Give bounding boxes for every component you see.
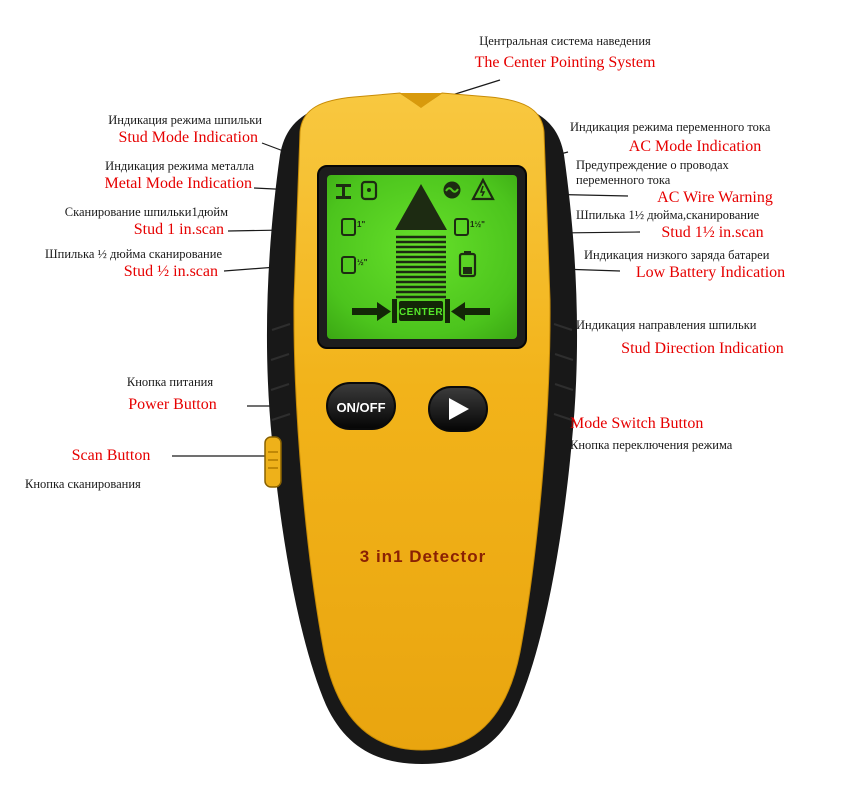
label-center-pointing-en: The Center Pointing System xyxy=(474,54,656,71)
mode-switch-button xyxy=(428,386,488,432)
label-stud-half-ru: Шпилька ½ дюйма сканирование xyxy=(45,247,222,261)
stud-1half-icon-label: 1½" xyxy=(470,220,485,229)
label-power-button-ru: Кнопка питания xyxy=(126,375,214,389)
center-label-box xyxy=(399,301,443,321)
label-stud-mode-en: Stud Mode Indication xyxy=(118,129,258,146)
label-metal-mode-en: Metal Mode Indication xyxy=(104,175,252,192)
label-mode-switch-en: Mode Switch Button xyxy=(570,415,704,432)
stud-half-icon: ½" xyxy=(341,256,368,274)
label-stud-1in-ru: Сканирование шпильки1дюйм xyxy=(64,205,228,219)
label-ac-warning-en: AC Wire Warning xyxy=(657,189,773,206)
ac-mode-icon xyxy=(443,181,461,199)
stud-1in-icon-label: 1" xyxy=(357,220,365,229)
label-ac-warning-ru: Предупреждение о проводах переменного то… xyxy=(576,158,729,187)
play-triangle-icon xyxy=(449,398,469,420)
metal-mode-icon xyxy=(336,184,351,199)
left-arrow-shaft xyxy=(352,308,378,315)
center-label: CENTER xyxy=(399,307,443,318)
center-pointing-notch xyxy=(400,93,442,108)
label-stud-direction-en: Stud Direction Indication xyxy=(621,340,784,357)
label-power-button-en: Power Button xyxy=(128,396,217,413)
label-scan-button-ru: Кнопка сканирования xyxy=(25,477,141,491)
grip-ridges xyxy=(270,323,574,421)
label-stud-half-en: Stud ½ in.scan xyxy=(123,263,218,280)
low-battery-icon xyxy=(458,251,477,278)
stud-1half-icon: 1½" xyxy=(454,218,485,236)
detector-device: 1" ½" 1½" xyxy=(264,92,578,764)
stud-direction-indicator: CENTER xyxy=(352,299,490,323)
label-stud-mode-ru: Индикация режима шпильки xyxy=(108,113,262,127)
label-stud-1in-en: Stud 1 in.scan xyxy=(133,221,224,238)
scan-button xyxy=(264,436,282,488)
label-stud-1half-en: Stud 1½ in.scan xyxy=(661,224,764,241)
right-pointing-arrow-icon xyxy=(377,302,391,321)
stud-half-icon-label: ½" xyxy=(357,258,368,267)
label-metal-mode-ru: Индикация режима металла xyxy=(105,159,254,173)
device-model-label: 3 in1 Detector xyxy=(360,547,486,566)
label-stud-direction-ru: Индикация направления шпильки xyxy=(576,318,757,332)
label-low-battery-ru: Индикация низкого заряда батареи xyxy=(584,248,770,262)
right-arrow-shaft xyxy=(464,308,490,315)
ac-wire-warning-icon xyxy=(471,177,495,201)
stud-1in-icon: 1" xyxy=(341,218,365,236)
label-stud-1half-ru: Шпилька 1½ дюйма,сканирование xyxy=(576,208,760,222)
label-center-pointing-ru: Центральная система наведения xyxy=(479,34,651,48)
label-mode-switch-ru: Кнопка переключения режима xyxy=(570,438,733,452)
label-scan-button-en: Scan Button xyxy=(71,447,151,464)
label-ac-mode-en: AC Mode Indication xyxy=(628,138,762,155)
left-pointing-arrow-icon xyxy=(451,302,465,321)
label-low-battery-en: Low Battery Indication xyxy=(635,264,786,281)
stud-mode-icon xyxy=(360,180,378,201)
power-button-label: ON/OFF xyxy=(336,400,385,415)
center-signal-indicator xyxy=(395,184,447,299)
label-ac-mode-ru: Индикация режима переменного тока xyxy=(570,120,771,134)
power-button: ON/OFF xyxy=(326,382,396,430)
